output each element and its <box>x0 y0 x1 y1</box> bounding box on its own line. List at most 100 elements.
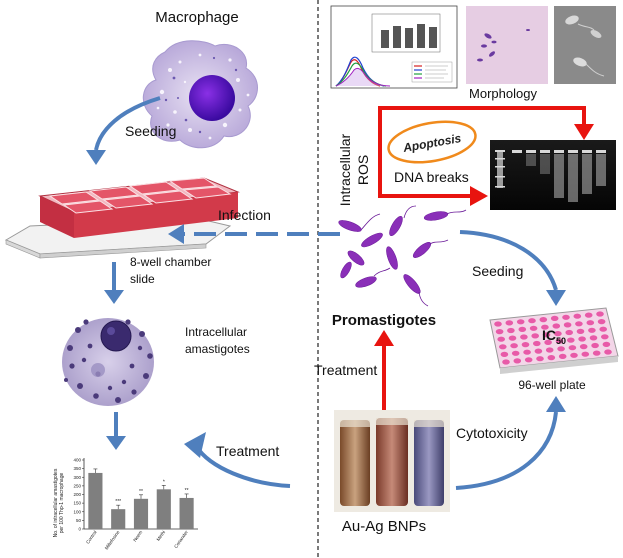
plate-well <box>591 342 599 349</box>
chart-category-label: Methi <box>156 530 167 542</box>
plate-well <box>568 345 577 351</box>
plate-well <box>592 350 601 356</box>
red-arrow-treatment <box>374 330 394 412</box>
well-plate-label: 96-well plate <box>518 378 586 392</box>
promastigotes-label: Promastigotes <box>332 312 436 329</box>
plate-well <box>502 359 510 365</box>
plate-well <box>586 320 595 326</box>
chart-category-label: Neem <box>132 530 143 543</box>
plate-well <box>531 333 539 339</box>
chart-significance-label: ** <box>185 488 189 494</box>
plate-well <box>523 349 531 355</box>
chart-y-tick-label: 0 <box>78 527 81 532</box>
treatment-label-left: Treatment <box>216 443 279 459</box>
chart-bar <box>156 489 171 529</box>
red-arrow-to-gel <box>380 186 488 206</box>
ic50-main: IC <box>542 327 556 343</box>
chart-significance-label: * <box>163 479 165 485</box>
plate-well <box>584 312 593 318</box>
plate-well <box>495 329 504 335</box>
plate-well <box>563 322 572 328</box>
plate-well <box>578 336 586 342</box>
chart-bar <box>111 509 126 529</box>
plate-well <box>575 321 583 327</box>
chart-ylabel-line1: No. of intracellular amastigotes <box>53 468 59 537</box>
plate-well <box>520 334 528 340</box>
plate-well <box>545 347 554 353</box>
plate-well <box>533 340 541 347</box>
plate-well <box>534 348 543 354</box>
plate-well <box>596 311 604 317</box>
chart-y-tick-label: 250 <box>73 483 81 488</box>
treatment-arrow-left <box>184 432 291 488</box>
flow-cytometry-plot <box>330 5 458 89</box>
plate-well <box>597 319 606 325</box>
plate-well <box>550 315 559 321</box>
plate-well <box>508 335 517 341</box>
plate-well <box>513 358 522 364</box>
plate-well <box>570 352 578 358</box>
chamber-slide-label-line1: 8-well chamber <box>130 255 211 269</box>
chamber-slide-label-line2: slide <box>130 272 155 286</box>
plate-well <box>547 355 556 361</box>
plate-well <box>524 357 533 363</box>
plate-well <box>544 339 552 345</box>
plate-well <box>579 344 588 350</box>
plate-well <box>541 324 549 330</box>
treatment-label-right: Treatment <box>314 362 377 378</box>
arrow-down-to-amastigotes <box>104 262 124 304</box>
plate-well <box>494 321 502 327</box>
plate-well <box>554 331 562 337</box>
plate-well <box>528 318 536 324</box>
plate-well <box>567 337 575 343</box>
plate-well <box>562 314 570 320</box>
chart-y-tick-label: 150 <box>73 501 81 506</box>
seeding-arrow-right <box>459 230 566 306</box>
cytotoxicity-label: Cytotoxicity <box>456 425 528 441</box>
chart-bar <box>133 498 149 529</box>
cytotoxicity-arrow <box>455 396 566 490</box>
arrow-down-to-chart <box>106 412 126 450</box>
chart-y-tick-label: 50 <box>76 518 82 523</box>
morphology-sem-micrograph <box>554 6 616 84</box>
red-arrow-to-morphology <box>378 106 594 198</box>
seeding-label-left: Seeding <box>125 123 176 139</box>
macrophage-cell-image <box>142 40 258 149</box>
chart-ylabel-line2: per 100 Thp-1 macrophage <box>59 473 65 534</box>
plate-well <box>510 343 518 349</box>
promastigotes-micrograph <box>338 211 449 294</box>
chart-significance-label: *** <box>115 499 121 505</box>
promastigote-flagella <box>360 205 467 307</box>
plate-well <box>589 335 598 341</box>
nanoparticle-vials-image <box>334 410 450 512</box>
nanoparticles-label: Au-Ag BNPs <box>342 518 426 535</box>
plate-well <box>518 326 527 332</box>
seeding-arrow-left <box>86 96 161 165</box>
plate-well <box>511 350 520 356</box>
plate-well <box>602 341 611 347</box>
ic50-label: IC50 <box>542 327 566 346</box>
plate-well <box>573 313 582 319</box>
ros-label-line1: Intracellular <box>337 133 353 206</box>
plate-well <box>601 334 609 340</box>
plate-well <box>565 329 573 336</box>
plate-well <box>588 327 596 333</box>
plate-well <box>516 319 525 325</box>
apoptosis-ellipse <box>387 120 477 164</box>
chart-y-tick-label: 100 <box>73 509 81 514</box>
plate-well <box>552 323 561 329</box>
plate-well <box>581 351 590 357</box>
infection-arrow <box>168 224 340 244</box>
chart-y-tick-label: 350 <box>73 466 81 471</box>
chart-significance-label: ** <box>139 489 143 495</box>
amastigotes-micrograph <box>62 318 154 406</box>
plate-well <box>604 349 612 355</box>
plate-well <box>497 336 506 342</box>
plate-well <box>521 342 530 348</box>
plate-well <box>507 327 515 334</box>
plate-well <box>542 332 551 338</box>
chart-y-tick-label: 200 <box>73 492 81 497</box>
ic50-subscript: 50 <box>556 336 566 346</box>
plate-well <box>499 344 507 350</box>
